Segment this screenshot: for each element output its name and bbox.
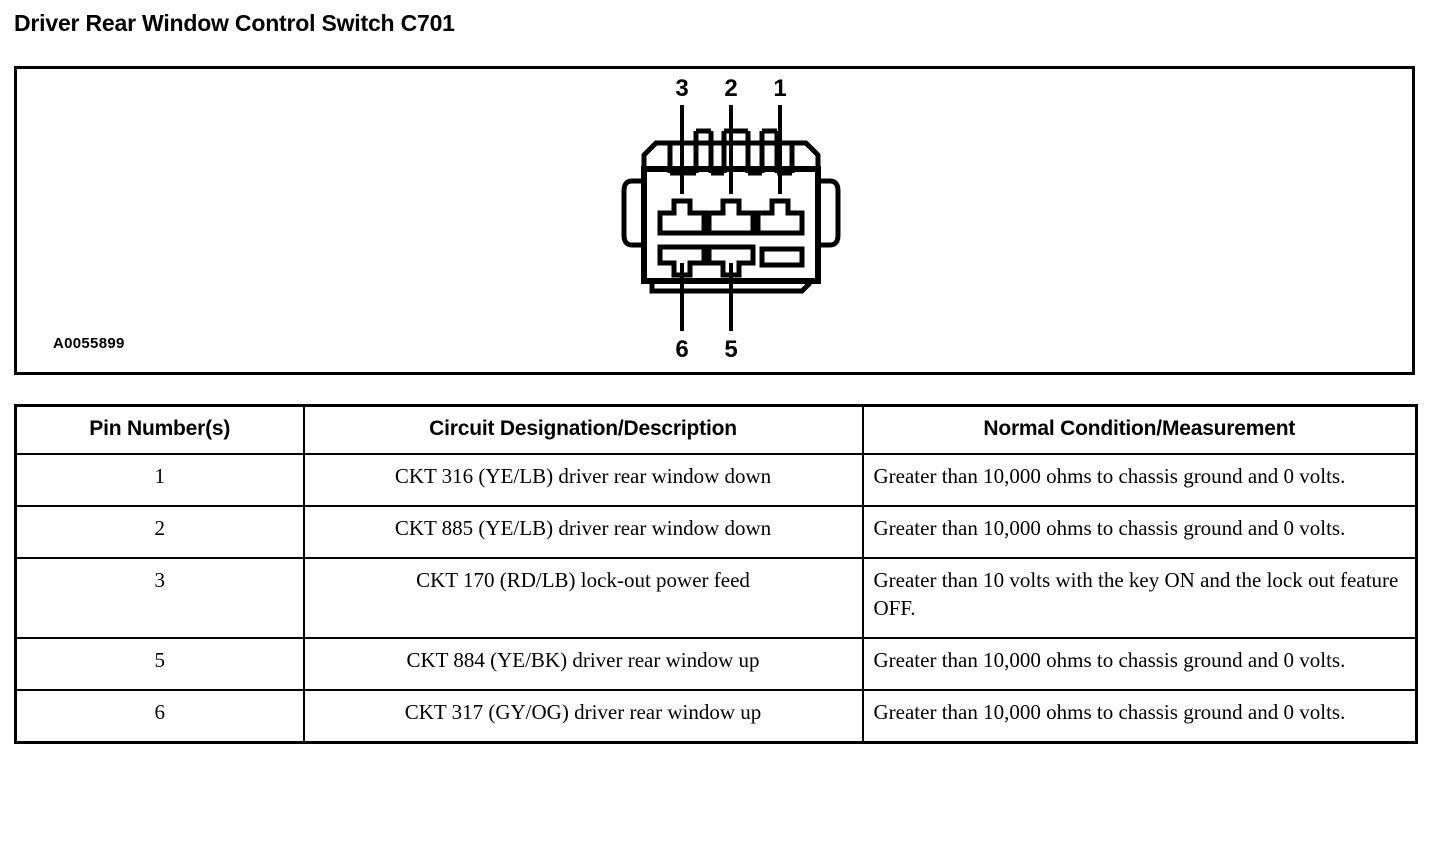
cavity-pin-3: [657, 198, 707, 236]
column-header-pin-number: Pin Number(s): [14, 404, 305, 455]
cell-condition: Greater than 10 volts with the key ON an…: [861, 556, 1418, 639]
figure-id-label: A0055899: [53, 335, 125, 352]
column-header-normal-condition: Normal Condition/Measurement: [861, 404, 1418, 455]
cell-pin-number: 5: [14, 636, 305, 691]
pin-table: Pin Number(s) Circuit Designation/Descri…: [14, 404, 1418, 744]
cell-pin-number: 2: [14, 504, 305, 559]
table-row: 1 CKT 316 (YE/LB) driver rear window dow…: [14, 453, 1418, 507]
cavity-pin-5: [706, 244, 756, 278]
cell-condition: Greater than 10,000 ohms to chassis grou…: [861, 453, 1418, 507]
connector-svg: 3 2 1: [621, 75, 841, 363]
cell-description: CKT 884 (YE/BK) driver rear window up: [302, 636, 864, 691]
table-header-row: Pin Number(s) Circuit Designation/Descri…: [14, 404, 1418, 455]
cell-description: CKT 885 (YE/LB) driver rear window down: [302, 504, 864, 559]
pin-label-5: 5: [724, 336, 737, 363]
cell-description: CKT 317 (GY/OG) driver rear window up: [302, 688, 864, 744]
column-header-circuit-designation: Circuit Designation/Description: [302, 404, 864, 455]
connector-bottom-skirt: [649, 281, 812, 294]
table-row: 2 CKT 885 (YE/LB) driver rear window dow…: [14, 504, 1418, 559]
cell-pin-number: 3: [14, 556, 305, 639]
cavity-pin-1: [755, 198, 805, 236]
cell-description: CKT 170 (RD/LB) lock-out power feed: [302, 556, 864, 639]
pin-label-2: 2: [724, 75, 737, 102]
table-row: 6 CKT 317 (GY/OG) driver rear window up …: [14, 688, 1418, 744]
cell-condition: Greater than 10,000 ohms to chassis grou…: [861, 504, 1418, 559]
pin-label-1: 1: [773, 75, 786, 102]
connector-illustration: 3 2 1: [612, 69, 852, 369]
table-row: 5 CKT 884 (YE/BK) driver rear window up …: [14, 636, 1418, 691]
cell-condition: Greater than 10,000 ohms to chassis grou…: [861, 636, 1418, 691]
cavity-pin-4-unused: [759, 246, 805, 268]
connector-side-tab-left: [621, 178, 644, 248]
table-row: 3 CKT 170 (RD/LB) lock-out power feed Gr…: [14, 556, 1418, 639]
cell-condition: Greater than 10,000 ohms to chassis grou…: [861, 688, 1418, 744]
cell-description: CKT 316 (YE/LB) driver rear window down: [302, 453, 864, 507]
cavity-pin-2: [706, 198, 756, 236]
connector-diagram-panel: 3 2 1: [14, 66, 1415, 375]
pin-label-3: 3: [675, 75, 688, 102]
pin-table-container: Pin Number(s) Circuit Designation/Descri…: [14, 404, 1418, 744]
cell-pin-number: 6: [14, 688, 305, 744]
cavity-pin-6: [657, 244, 707, 278]
pin-label-6: 6: [675, 336, 688, 363]
page-title: Driver Rear Window Control Switch C701: [14, 10, 455, 36]
cell-pin-number: 1: [14, 453, 305, 507]
connector-side-tab-right: [818, 178, 841, 248]
